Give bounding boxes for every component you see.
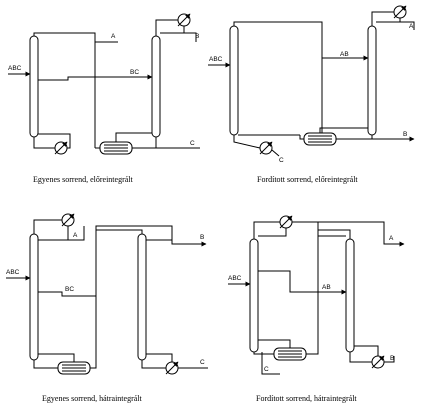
column-2 [151,35,161,138]
panel-caption: Egyenes sorrend, előreintegrált [33,175,134,184]
top-product-label: A [389,235,394,242]
feed-label: ABC [228,275,242,282]
mid-stream-label: AB [322,284,331,291]
side-product-label: B [200,234,204,241]
column-2 [345,238,355,353]
panel-1-direct-forward-integrated: ABC A BC B C Egyenes sorr [8,13,200,184]
column-2 [137,233,147,361]
panel-caption: Fordított sorrend, előreintegrált [257,175,358,184]
mid-stream-label: BC [65,286,74,293]
side-product-label: B [195,33,199,40]
panel-3-direct-backward-integrated: ABC A BC B C Egyenes sorrend, hátra [6,213,208,403]
panel-2-reverse-forward-integrated: ABC AB C A B Fordított sorrend, előreint… [208,5,415,184]
side-product-label: B [403,131,407,138]
feed-label: ABC [209,56,223,63]
feed-label: ABC [8,65,22,72]
panel-4-reverse-backward-integrated: ABC A AB C B Fordított sorrend, hátraint [228,215,405,403]
column-1 [29,35,39,138]
top-product-label: A [73,232,78,239]
panel-caption: Fordított sorrend, hátraintegrált [256,394,357,403]
panel-caption: Egyenes sorrend, hátraintegrált [42,394,143,403]
top-product-label: A [409,23,414,30]
side-product-label: B [390,355,394,362]
top-product-label: A [111,33,116,40]
column-2 [367,25,377,136]
bottom-product-label: C [279,157,284,164]
feed-label: ABC [6,269,20,276]
mid-stream-label: BC [130,69,139,76]
column-1 [249,238,259,353]
column-1 [29,233,39,361]
mid-stream-label: AB [340,51,349,58]
bottom-product-label: C [264,366,269,373]
bottom-product-label: C [190,140,195,147]
bottom-product-label: C [200,359,205,366]
column-1 [229,25,239,136]
